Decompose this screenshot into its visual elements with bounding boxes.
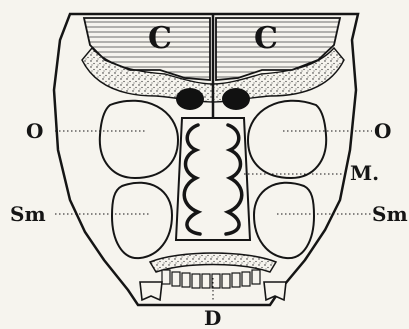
left-dark-cavity	[176, 88, 204, 110]
label-cerebrum-right: C	[254, 21, 278, 56]
label-dentition: D	[204, 306, 221, 329]
label-sinus-right: Sm	[372, 202, 408, 226]
left-orbit	[100, 101, 178, 178]
label-cerebrum-left: C	[148, 21, 172, 56]
label-orbit-right: O	[374, 119, 391, 143]
label-orbit-left: O	[26, 119, 43, 143]
right-orbit	[248, 101, 326, 178]
right-dark-cavity	[222, 88, 250, 110]
label-sinus-left: Sm	[10, 202, 46, 226]
label-meatus: M.	[350, 161, 379, 185]
